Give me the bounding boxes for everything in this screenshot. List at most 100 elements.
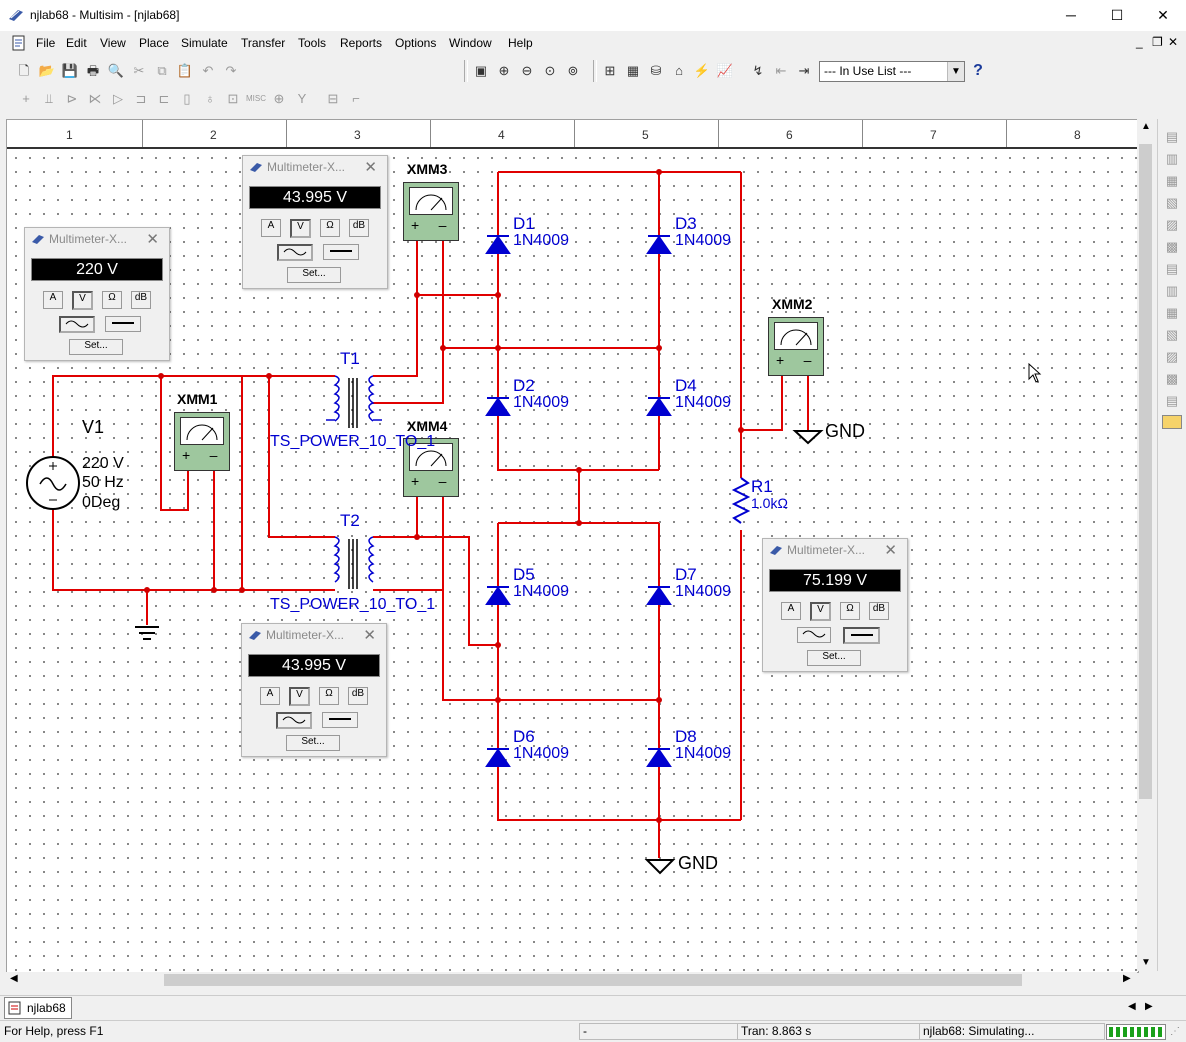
analog-icon[interactable]: ▷ (113, 91, 123, 106)
iv-analyzer-icon[interactable]: ▨ (1165, 349, 1179, 364)
dc-mode-button[interactable] (105, 316, 141, 332)
undo-icon[interactable]: ↶ (202, 63, 214, 78)
ohmmeter-button[interactable]: Ω (320, 219, 340, 237)
print-preview-icon[interactable]: 🔍 (107, 63, 125, 78)
new-file-icon[interactable]: 🗋 (18, 63, 30, 78)
copy-icon[interactable]: ⧉ (157, 63, 167, 78)
decibel-button[interactable]: dB (131, 291, 151, 309)
scroll-thumb[interactable] (164, 974, 1022, 986)
multimeter-instrument-icon[interactable]: ▤ (1165, 129, 1179, 144)
ac-mode-button[interactable] (59, 316, 95, 333)
voltmeter-button[interactable]: V (72, 291, 93, 310)
paste-icon[interactable]: 📋 (176, 63, 194, 78)
multimeter-window[interactable]: Multimeter-X... ✕ 220 V A V Ω dB Set... (24, 227, 170, 361)
dc-mode-button[interactable] (323, 244, 359, 260)
zoom-area-icon[interactable]: ⊙ (544, 63, 556, 78)
set-button[interactable]: Set... (69, 339, 123, 355)
zoom-out-icon[interactable]: ⊖ (521, 63, 533, 78)
advanced-icon[interactable]: ⊕ (273, 91, 285, 106)
ac-mode-button[interactable] (277, 244, 313, 261)
power-icon[interactable]: ⊡ (227, 91, 239, 106)
rf-icon[interactable]: Y (297, 91, 307, 106)
mcu-icon[interactable]: ▯ (183, 91, 191, 106)
ammeter-button[interactable]: A (43, 291, 63, 309)
voltmeter-button[interactable]: V (810, 602, 831, 621)
logic-analyzer-icon[interactable]: ▦ (1165, 305, 1179, 320)
ammeter-button[interactable]: A (261, 219, 281, 237)
set-button[interactable]: Set... (287, 267, 341, 283)
decibel-button[interactable]: dB (869, 602, 889, 620)
ac-mode-button[interactable] (797, 627, 831, 643)
multimeter-window[interactable]: Multimeter-X... ✕ 75.199 V A V Ω dB Set.… (762, 538, 908, 672)
menu-place[interactable]: Place (139, 36, 170, 50)
fullscreen-icon[interactable]: ▣ (474, 63, 488, 78)
frequency-counter-icon[interactable]: ▤ (1165, 261, 1179, 276)
indicator-icon[interactable]: ♁ (205, 91, 215, 106)
ttl-icon[interactable]: ⊐ (135, 91, 147, 106)
word-generator-icon[interactable]: ▥ (1165, 283, 1179, 298)
cut-icon[interactable]: ✂ (133, 63, 145, 78)
document-icon[interactable] (11, 35, 27, 51)
in-use-list-dropdown[interactable]: --- In Use List --- ▼ (819, 61, 965, 82)
four-channel-scope-icon[interactable]: ▨ (1165, 217, 1179, 232)
menu-reports[interactable]: Reports (340, 36, 383, 50)
voltmeter-button[interactable]: V (290, 219, 311, 238)
analysis-icon[interactable]: 📈 (716, 63, 734, 78)
mdi-restore-button[interactable]: ❐ (1152, 35, 1163, 49)
ohmmeter-button[interactable]: Ω (319, 687, 339, 705)
menu-transfer[interactable]: Transfer (241, 36, 286, 50)
misc-icon[interactable]: MISC (246, 94, 266, 103)
scroll-down-icon[interactable]: ▼ (1141, 957, 1151, 968)
xmm4-symbol[interactable]: + – (403, 438, 459, 497)
multimeter-header[interactable]: Multimeter-X... ✕ (242, 624, 386, 646)
ammeter-button[interactable]: A (260, 687, 280, 705)
xmm2-symbol[interactable]: + – (768, 317, 824, 376)
measurement-probe-icon[interactable] (1162, 415, 1182, 429)
multimeter-window[interactable]: Multimeter-X... ✕ 43.995 V A V Ω dB Set.… (242, 155, 388, 289)
grapher-icon[interactable]: ⚡ (693, 63, 711, 78)
vertical-scrollbar[interactable]: ▲ ▼ (1137, 119, 1155, 971)
hierarchical-block-icon[interactable]: ⊟ (327, 91, 339, 106)
source-icon[interactable]: + (22, 91, 30, 106)
print-icon[interactable]: 🖶 (86, 63, 100, 78)
close-icon[interactable]: ✕ (363, 627, 376, 644)
schematic-workspace[interactable]: 1 2 3 4 5 6 7 8 (6, 119, 1139, 973)
help-icon[interactable]: ? (973, 62, 983, 79)
tab-njlab68[interactable]: njlab68 (4, 997, 72, 1019)
tab-scroll-right-icon[interactable]: ▶ (1145, 1001, 1153, 1012)
decibel-button[interactable]: dB (348, 687, 368, 705)
close-icon[interactable]: ✕ (884, 542, 897, 559)
menu-simulate[interactable]: Simulate (181, 36, 228, 50)
menu-help[interactable]: Help (508, 36, 533, 50)
chevron-down-icon[interactable]: ▼ (947, 62, 964, 81)
function-generator-icon[interactable]: ▥ (1165, 151, 1179, 166)
scroll-right-icon[interactable]: ▶ (1123, 973, 1131, 984)
multimeter-window[interactable]: Multimeter-X... ✕ 43.995 V A V Ω dB Set.… (241, 623, 387, 757)
save-icon[interactable]: 💾 (61, 63, 79, 78)
wattmeter-icon[interactable]: ▦ (1165, 173, 1179, 188)
close-icon[interactable]: ✕ (364, 159, 377, 176)
dc-mode-button[interactable] (843, 627, 880, 644)
xmm3-symbol[interactable]: + – (403, 182, 459, 241)
ammeter-button[interactable]: A (781, 602, 801, 620)
postprocessor-icon[interactable]: ↯ (752, 63, 764, 78)
horizontal-scrollbar[interactable]: ◀ ▶ (6, 972, 1137, 988)
minimize-button[interactable]: ─ (1066, 7, 1076, 23)
design-toolbox-icon[interactable]: ⊞ (604, 63, 616, 78)
spreadsheet-icon[interactable]: ▦ (626, 63, 640, 78)
multimeter-header[interactable]: Multimeter-X... ✕ (763, 539, 907, 561)
ohmmeter-button[interactable]: Ω (840, 602, 860, 620)
logic-converter-icon[interactable]: ▧ (1165, 327, 1179, 342)
bus-icon[interactable]: ⌐ (352, 91, 360, 106)
menu-tools[interactable]: Tools (298, 36, 327, 50)
back-annotate-icon[interactable]: ⇤ (775, 63, 787, 78)
scroll-thumb[interactable] (1139, 144, 1152, 799)
set-button[interactable]: Set... (807, 650, 861, 666)
transistor-icon[interactable]: ⋉ (88, 91, 102, 106)
distortion-analyzer-icon[interactable]: ▩ (1165, 371, 1179, 386)
dc-mode-button[interactable] (322, 712, 358, 728)
multimeter-header[interactable]: Multimeter-X... ✕ (243, 156, 387, 178)
scroll-left-icon[interactable]: ◀ (10, 973, 18, 984)
bode-plotter-icon[interactable]: ▩ (1165, 239, 1179, 254)
tab-scroll-left-icon[interactable]: ◀ (1128, 1001, 1136, 1012)
